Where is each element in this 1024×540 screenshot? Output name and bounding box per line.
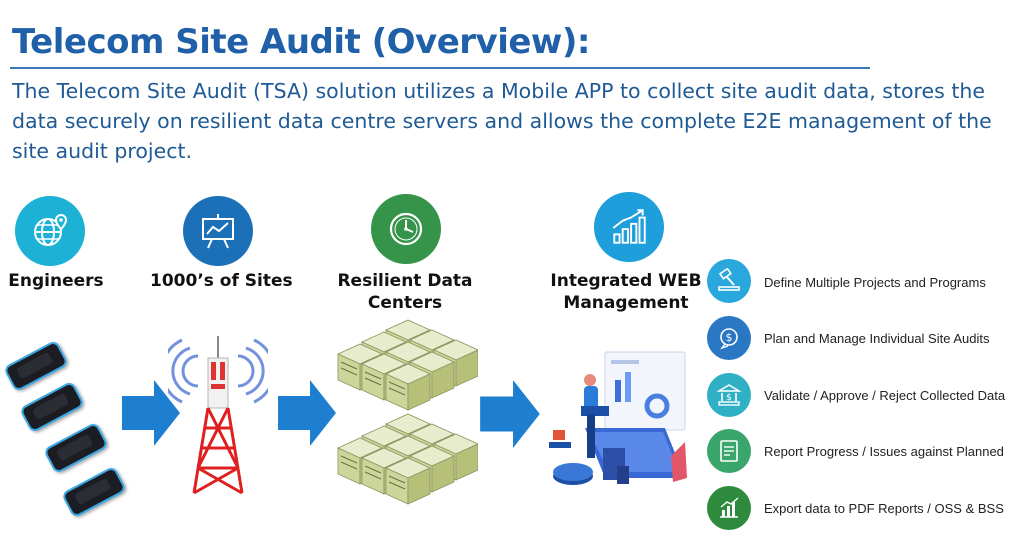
datacenters-label-line2: Centers: [367, 293, 443, 313]
sites-circle: [183, 196, 253, 266]
feature-text: Export data to PDF Reports / OSS & BSS: [764, 501, 1004, 516]
mobile-phone-illustration: [42, 421, 110, 475]
chart-export-icon: [720, 497, 739, 518]
datacenters-label: Resilient Data Centers: [330, 270, 480, 314]
mobile-phone-illustration: [2, 339, 70, 393]
server-racks-illustration: [337, 319, 478, 505]
web-management-circle: [594, 192, 664, 262]
feature-text: Plan and Manage Individual Site Audits: [764, 331, 990, 346]
feature-text: Define Multiple Projects and Programs: [764, 275, 986, 290]
gavel-icon: [718, 268, 740, 291]
flow-arrow-icon: [122, 380, 180, 446]
feature-circle-report-progress: [707, 429, 751, 473]
description-text: The Telecom Site Audit (TSA) solution ut…: [12, 79, 992, 163]
feature-circle-export: [707, 486, 751, 530]
bank-icon: $: [716, 384, 742, 406]
feature-circle-validate: $: [707, 373, 751, 417]
title-underline: [10, 67, 870, 69]
engineers-label: Engineers: [8, 271, 104, 291]
sites-label: 1000’s of Sites: [150, 271, 293, 291]
clock-icon: [389, 212, 423, 246]
mobile-phone-illustration: [18, 380, 86, 434]
page-title: Telecom Site Audit (Overview):: [12, 22, 590, 62]
feature-circle-plan-manage: $: [707, 316, 751, 360]
datacenters-label-line1: Resilient Data: [337, 271, 473, 291]
telecom-tower-illustration: [168, 336, 268, 495]
feature-circle-define-projects: [707, 259, 751, 303]
presentation-icon: [202, 214, 234, 249]
web-management-label-line1: Integrated WEB: [550, 271, 702, 291]
dollar-chat-icon: $: [720, 328, 738, 350]
feature-text: Report Progress / Issues against Planned: [764, 444, 1004, 459]
web-management-label: Integrated WEB Management: [548, 270, 704, 314]
mobile-phone-illustration: [60, 465, 128, 519]
growth-chart-icon: [612, 209, 646, 244]
report-icon: [720, 440, 738, 462]
globe-icon: [34, 213, 68, 246]
web-dashboard-illustration: [549, 351, 687, 485]
engineers-circle: [15, 196, 85, 266]
svg-text:$: $: [726, 331, 733, 344]
web-management-label-line2: Management: [563, 293, 689, 313]
datacenters-circle: [371, 194, 441, 264]
feature-text: Validate / Approve / Reject Collected Da…: [764, 388, 1006, 403]
flow-arrow-icon: [480, 380, 540, 448]
svg-text:$: $: [726, 393, 732, 403]
flow-arrow-icon: [278, 380, 336, 446]
